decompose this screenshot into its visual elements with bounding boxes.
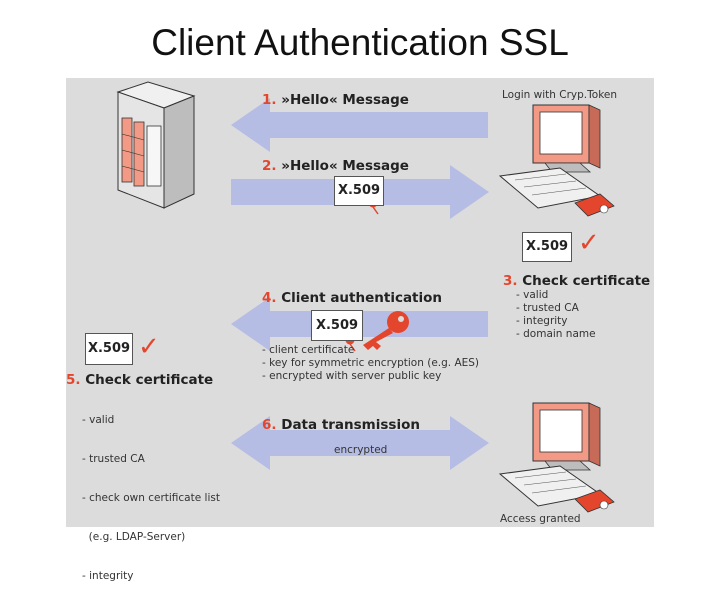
step-1-text: »Hello« Message <box>281 92 409 108</box>
step-1-number: 1. <box>262 92 277 108</box>
client-computer-icon-bottom <box>498 402 602 507</box>
list-item: - client certificate <box>262 344 355 356</box>
crypto-token-icon-top <box>574 193 615 217</box>
step-3-number: 3. <box>503 273 518 289</box>
step-6-label: 6. Data transmission <box>262 417 420 433</box>
list-item: - encrypted with server public key <box>262 370 442 382</box>
certificate-step4: X.509 <box>311 310 363 341</box>
key-icon <box>363 311 409 350</box>
list-item: - trusted CA <box>516 302 579 314</box>
arrow-6-double <box>231 416 489 470</box>
arrow-1-left <box>231 98 488 152</box>
client-top-label: Login with Cryp.Token <box>502 89 618 101</box>
client-computer-icon-top <box>498 104 602 209</box>
step-6-text: Data transmission <box>281 417 420 433</box>
step-3-label: 3. Check certificate <box>503 273 650 289</box>
step-2-number: 2. <box>262 158 277 174</box>
checkmark-icon-step3: ✓ <box>578 228 600 258</box>
client-bottom-label: Access granted <box>500 513 581 525</box>
list-item: - check own certificate list <box>82 492 220 504</box>
step-2-label: 2. »Hello« Message <box>262 158 409 174</box>
step-4-text: Client authentication <box>281 290 443 306</box>
certificate-step2: X.509 <box>334 176 384 206</box>
list-item: (e.g. LDAP-Server) <box>82 531 186 543</box>
list-item: - valid <box>516 289 549 301</box>
certificate-step3: X.509 <box>522 232 572 262</box>
list-item: - domain name <box>516 328 596 340</box>
list-item: - valid <box>82 414 115 426</box>
step-3-checklist: - valid - trusted CA - integrity - domai… <box>516 289 596 341</box>
list-item: - trusted CA <box>82 453 145 465</box>
step-6-note: encrypted <box>334 444 388 456</box>
crypto-token-icon-bottom <box>574 489 615 513</box>
step-4-number: 4. <box>262 290 277 306</box>
step-6-number: 6. <box>262 417 277 433</box>
step-5-label: 5. Check certificate <box>66 372 213 388</box>
list-item: - integrity <box>82 570 134 582</box>
step-5-checklist: - valid - trusted CA - check own certifi… <box>82 388 220 596</box>
step-4-label: 4. Client authentication <box>262 290 442 306</box>
step-5-number: 5. <box>66 372 81 388</box>
certificate-step5: X.509 <box>85 333 133 365</box>
step-3-text: Check certificate <box>522 273 651 289</box>
step-2-text: »Hello« Message <box>281 158 409 174</box>
server-icon <box>116 81 196 209</box>
list-item: - key for symmetric encryption (e.g. AES… <box>262 357 480 369</box>
step-4-details: - client certificate - key for symmetric… <box>262 344 479 383</box>
diagram-graphics <box>116 81 615 513</box>
checkmark-icon-step5: ✓ <box>138 332 160 362</box>
step-5-text: Check certificate <box>85 372 214 388</box>
page-title: Client Authentication SSL <box>151 22 569 63</box>
step-1-label: 1. »Hello« Message <box>262 92 409 108</box>
list-item: - integrity <box>516 315 568 327</box>
